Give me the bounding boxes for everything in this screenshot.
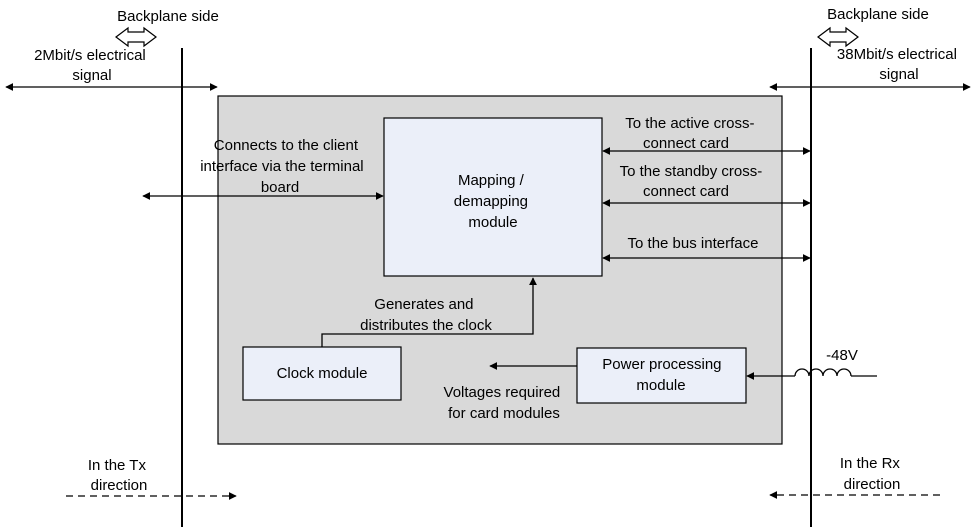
power-input-label: -48V: [826, 347, 858, 364]
right-signal-label: 38Mbit/s electrical signal: [837, 46, 961, 83]
client-interface-label: Connects to the client interface via the…: [200, 137, 368, 196]
backplane-left-label: Backplane side: [117, 8, 219, 25]
clock-module-label: Clock module: [277, 365, 368, 382]
clock-distribution-line: [321, 277, 537, 347]
clock-distribution-label: Generates and distributes the clock: [360, 296, 492, 334]
clock-module-box: [242, 346, 402, 401]
backplane-right-label: Backplane side: [827, 6, 929, 23]
rx-direction-label: In the Rx direction: [840, 455, 904, 493]
left-signal-label: 2Mbit/s electrical signal: [34, 47, 150, 84]
tx-direction-label: In the Tx direction: [88, 457, 150, 494]
mapping-module-box: [383, 117, 603, 277]
voltages-label: Voltages required for card modules: [444, 384, 565, 422]
standby-cross-connect-label: To the standby cross- connect card: [620, 163, 767, 200]
inductor-coil-icon: [794, 368, 852, 377]
backplane-left-double-arrow-icon: [115, 26, 157, 48]
power-module-box: [576, 347, 747, 404]
bus-interface-label: To the bus interface: [628, 235, 759, 252]
active-cross-connect-label: To the active cross- connect card: [625, 115, 758, 152]
backplane-right-double-arrow-icon: [817, 26, 859, 48]
power-module-label: Power processing module: [602, 356, 725, 394]
mapping-module-label: Mapping / demapping module: [454, 172, 532, 231]
